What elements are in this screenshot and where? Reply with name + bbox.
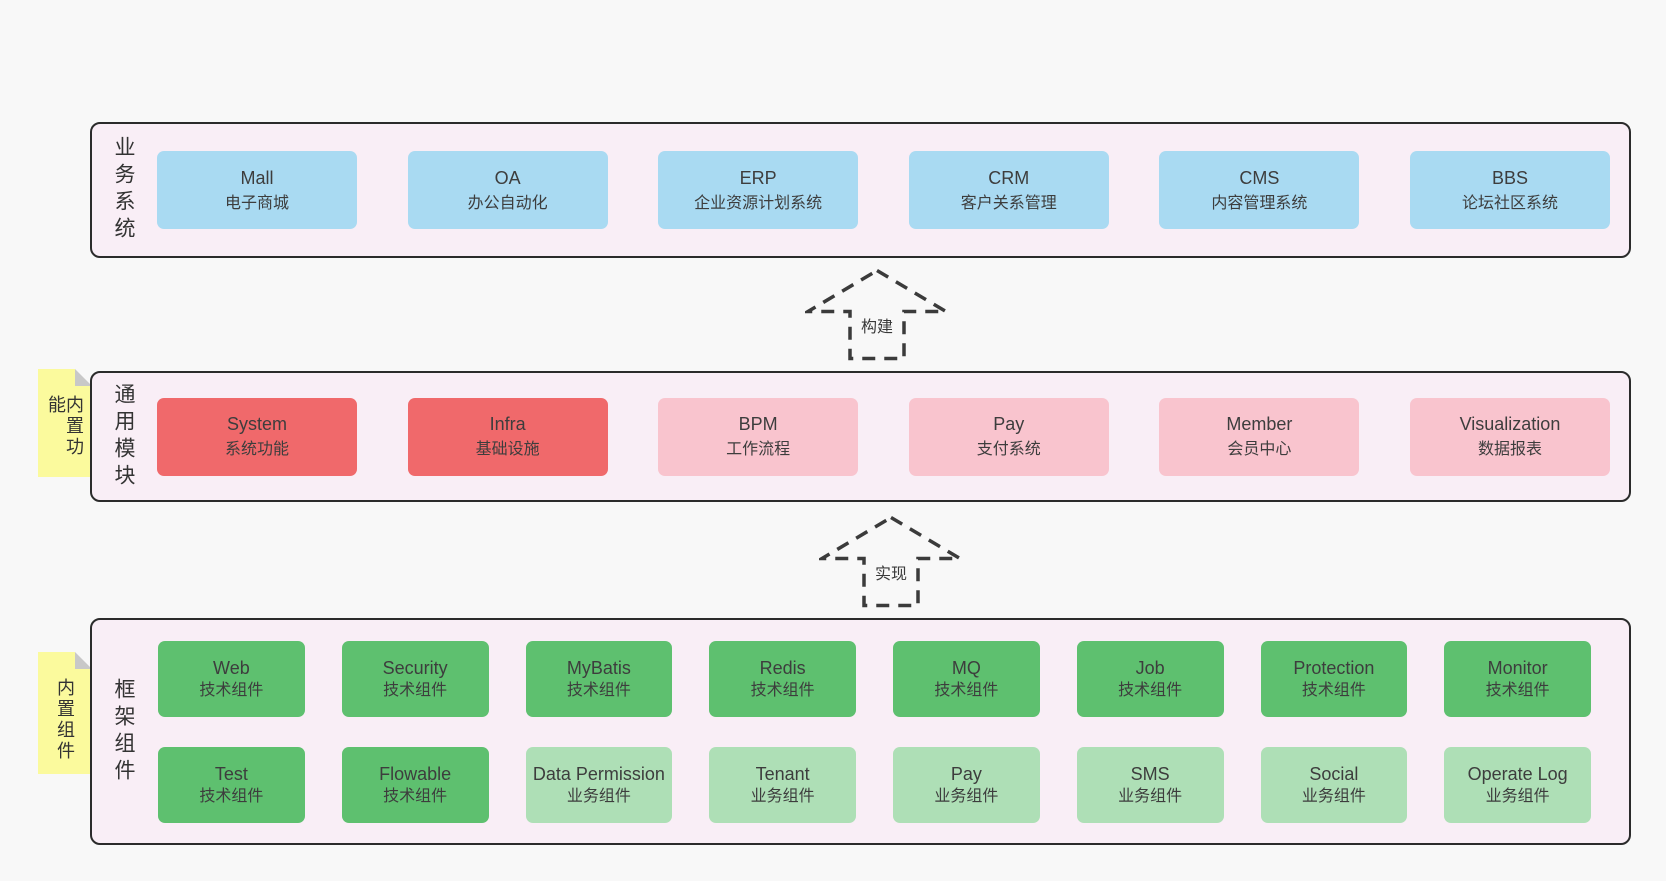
box-tenant: Tenant 业务组件 <box>709 746 856 823</box>
components-grid: Web 技术组件 Security 技术组件 MyBatis 技术组件 Redi… <box>158 640 1591 823</box>
arrow-implement-label: 实现 <box>870 558 912 586</box>
business-box-row: Mall 电子商城 OA 办公自动化 ERP 企业资源计划系统 CRM 客户关系… <box>157 151 1610 229</box>
layer-label-business: 业务系统 <box>112 136 135 244</box>
box-mq: MQ 技术组件 <box>893 640 1040 717</box>
box-web: Web 技术组件 <box>158 640 305 717</box>
box-flowable: Flowable 技术组件 <box>341 746 489 823</box>
box-protection: Protection 技术组件 <box>1260 640 1408 717</box>
box-visualization: Visualization 数据报表 <box>1409 397 1610 476</box>
box-social: Social 业务组件 <box>1260 746 1408 823</box>
arrow-build: 构建 <box>805 267 949 362</box>
box-cms: CMS 内容管理系统 <box>1159 151 1360 229</box>
box-system: System 系统功能 <box>157 397 357 476</box>
box-operate-log: Operate Log 业务组件 <box>1444 746 1591 823</box>
box-crm: CRM 客户关系管理 <box>908 151 1109 229</box>
sticky-note-text: 内置功能 <box>46 395 84 458</box>
layer-framework-components: 框架组件 Web 技术组件 Security 技术组件 MyBatis 技术组件… <box>90 618 1631 845</box>
box-oa: OA 办公自动化 <box>407 151 608 229</box>
box-redis: Redis 技术组件 <box>709 640 856 717</box>
arrow-build-label: 构建 <box>856 311 898 339</box>
box-monitor: Monitor 技术组件 <box>1444 640 1591 717</box>
box-pay-module: Pay 支付系统 <box>908 397 1109 476</box>
box-bpm: BPM 工作流程 <box>658 397 859 476</box>
box-bbs: BBS 论坛社区系统 <box>1409 151 1610 229</box>
sticky-note-builtin-features: 内置功能 <box>38 369 92 477</box>
box-security: Security 技术组件 <box>341 640 489 717</box>
box-job: Job 技术组件 <box>1076 640 1224 717</box>
box-test: Test 技术组件 <box>158 746 305 823</box>
layer-business-systems: 业务系统 Mall 电子商城 OA 办公自动化 ERP 企业资源计划系统 CRM… <box>90 122 1631 258</box>
box-data-permission: Data Permission 业务组件 <box>525 746 673 823</box>
layer-common-modules: 通用模块 System 系统功能 Infra 基础设施 BPM 工作流程 Pay… <box>90 371 1631 502</box>
layer-label-components: 框架组件 <box>112 677 135 786</box>
layer-label-modules: 通用模块 <box>112 382 135 491</box>
box-mybatis: MyBatis 技术组件 <box>525 640 673 717</box>
box-sms: SMS 业务组件 <box>1076 746 1224 823</box>
box-pay-component: Pay 业务组件 <box>893 746 1040 823</box>
box-member: Member 会员中心 <box>1159 397 1360 476</box>
modules-box-row: System 系统功能 Infra 基础设施 BPM 工作流程 Pay 支付系统… <box>157 397 1610 476</box>
sticky-note-text: 内置组件 <box>55 678 75 762</box>
box-mall: Mall 电子商城 <box>157 151 357 229</box>
arrow-implement: 实现 <box>819 514 963 609</box>
box-infra: Infra 基础设施 <box>407 397 608 476</box>
box-erp: ERP 企业资源计划系统 <box>658 151 859 229</box>
sticky-note-builtin-components: 内置组件 <box>38 652 92 774</box>
